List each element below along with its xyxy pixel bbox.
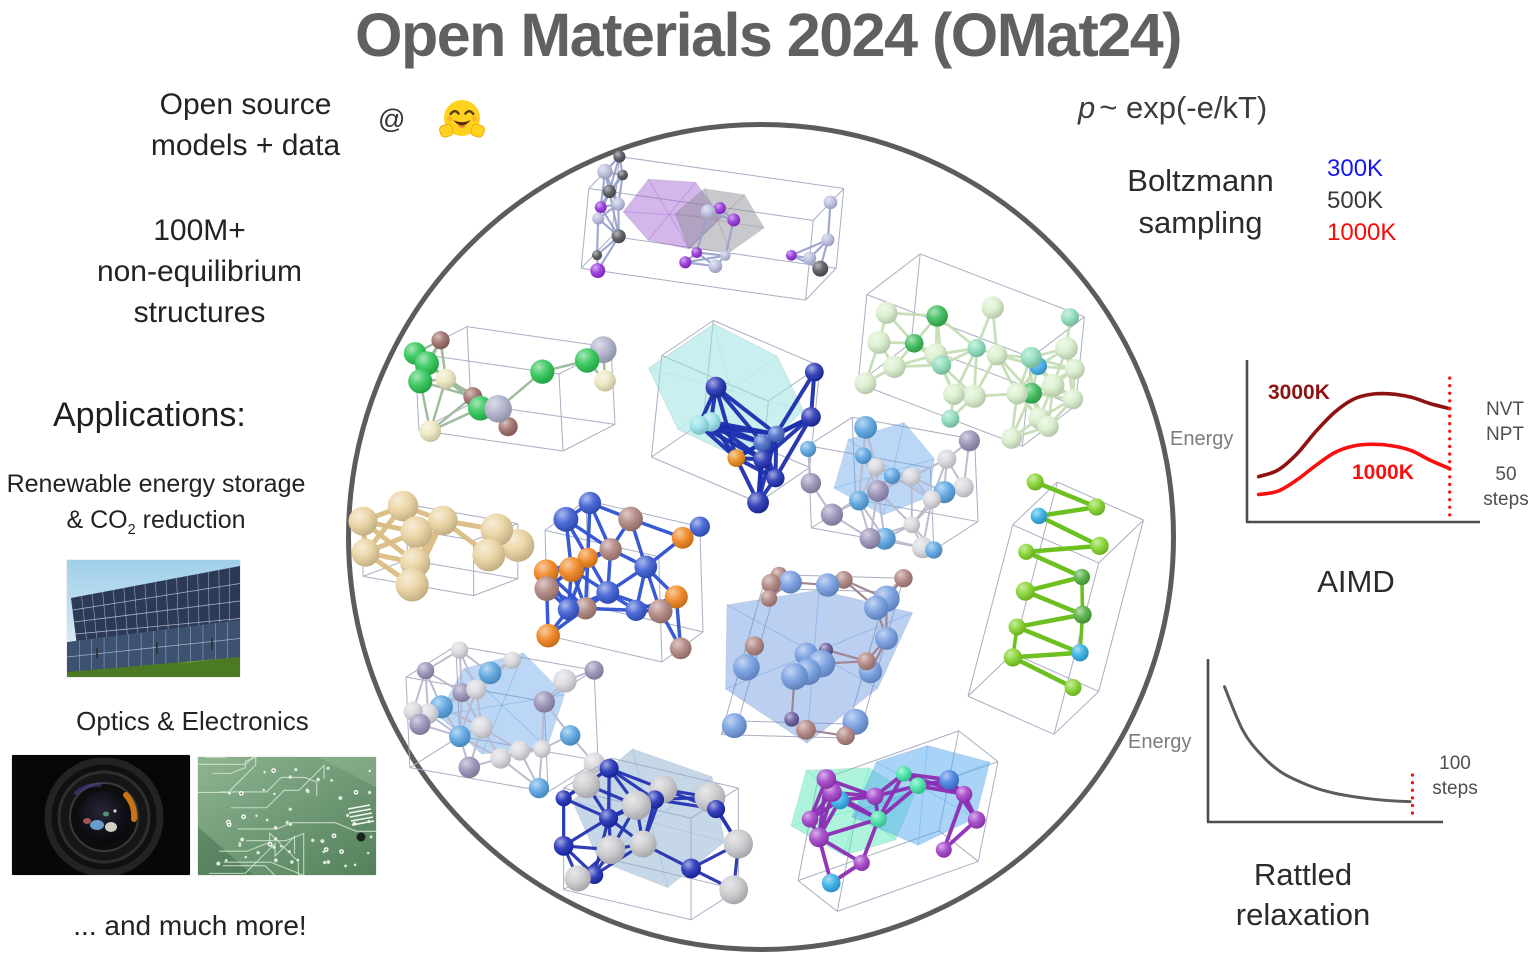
aimd-series-1000k-label: 1000K bbox=[1352, 461, 1414, 484]
rattled-title: Rattled relaxation bbox=[1235, 857, 1371, 933]
temp-300k: 300K bbox=[1327, 155, 1384, 182]
crystal-mauve-blue-1 bbox=[800, 415, 980, 559]
count-line1: 100M+ bbox=[153, 214, 246, 247]
open-source-line1: Open source bbox=[159, 88, 332, 121]
at-symbol: @ bbox=[378, 104, 406, 134]
co2-subscript: 2 bbox=[127, 522, 136, 539]
crystal-purple-teal bbox=[790, 730, 999, 912]
crystal-palegreen bbox=[854, 253, 1085, 449]
equation-p: p bbox=[1078, 90, 1096, 125]
app-energy-line1: Renewable energy storage bbox=[6, 470, 306, 498]
rattled-ylabel: Energy bbox=[1128, 731, 1192, 753]
temp-1000k: 1000K bbox=[1327, 218, 1397, 246]
open-source-caption: Open source models + data bbox=[108, 84, 383, 166]
crystal-blue-orange bbox=[533, 491, 710, 663]
crystal-lime-chain bbox=[967, 473, 1144, 735]
count-line2: non-equilibrium bbox=[96, 255, 303, 289]
temp-500k: 500K bbox=[1327, 186, 1384, 214]
application-optics-caption: Optics & Electronics bbox=[76, 706, 309, 736]
aimd-chart bbox=[1245, 360, 1480, 524]
equation-rest: ~ exp(-e/kT) bbox=[1099, 90, 1268, 125]
crystal-tan bbox=[348, 490, 535, 602]
crystal-purple-gray bbox=[580, 150, 845, 301]
aimd-ensemble-note: NVT NPT bbox=[1486, 399, 1524, 446]
count-line3: structures bbox=[133, 296, 266, 330]
dataset-size-caption: 100M+ non-equilibrium structures bbox=[72, 210, 327, 333]
temperature-list: 300K 500K 1000K bbox=[1327, 153, 1396, 249]
aimd-steps-note: 50 steps bbox=[1483, 464, 1529, 511]
dataset-circle bbox=[346, 122, 1176, 952]
camera-lens-photo bbox=[12, 755, 190, 875]
aimd-series-3000k-label: 3000K bbox=[1268, 381, 1330, 404]
open-source-line2: models + data bbox=[150, 129, 341, 163]
crystal-green-cube bbox=[403, 326, 617, 452]
rattled-relaxation-chart bbox=[1206, 659, 1443, 824]
applications-heading: Applications: bbox=[53, 396, 246, 434]
aimd-title: AIMD bbox=[1317, 564, 1395, 599]
hugging-face-emoji-svg bbox=[439, 100, 485, 138]
aimd-ylabel: Energy bbox=[1170, 428, 1234, 450]
circuit-board-photo bbox=[198, 757, 376, 875]
crystal-navy-silver bbox=[553, 748, 753, 921]
boltzmann-sampling-caption: Boltzmann sampling bbox=[1127, 163, 1274, 240]
more-applications-caption: ... and much more! bbox=[73, 910, 307, 941]
crystal-mauve-blue-2 bbox=[403, 641, 605, 799]
boltzmann-equation: p~ exp(-e/kT) bbox=[1078, 90, 1267, 126]
page-title: Open Materials 2024 (OMat24) bbox=[355, 1, 1182, 69]
crystal-blue-brown-slab bbox=[720, 566, 914, 746]
crystal-navy-cyan bbox=[647, 320, 824, 514]
hugging-face-emoji bbox=[438, 96, 486, 144]
rattled-steps-note: 100 steps bbox=[1432, 753, 1478, 800]
solar-panel-photo bbox=[67, 560, 240, 677]
